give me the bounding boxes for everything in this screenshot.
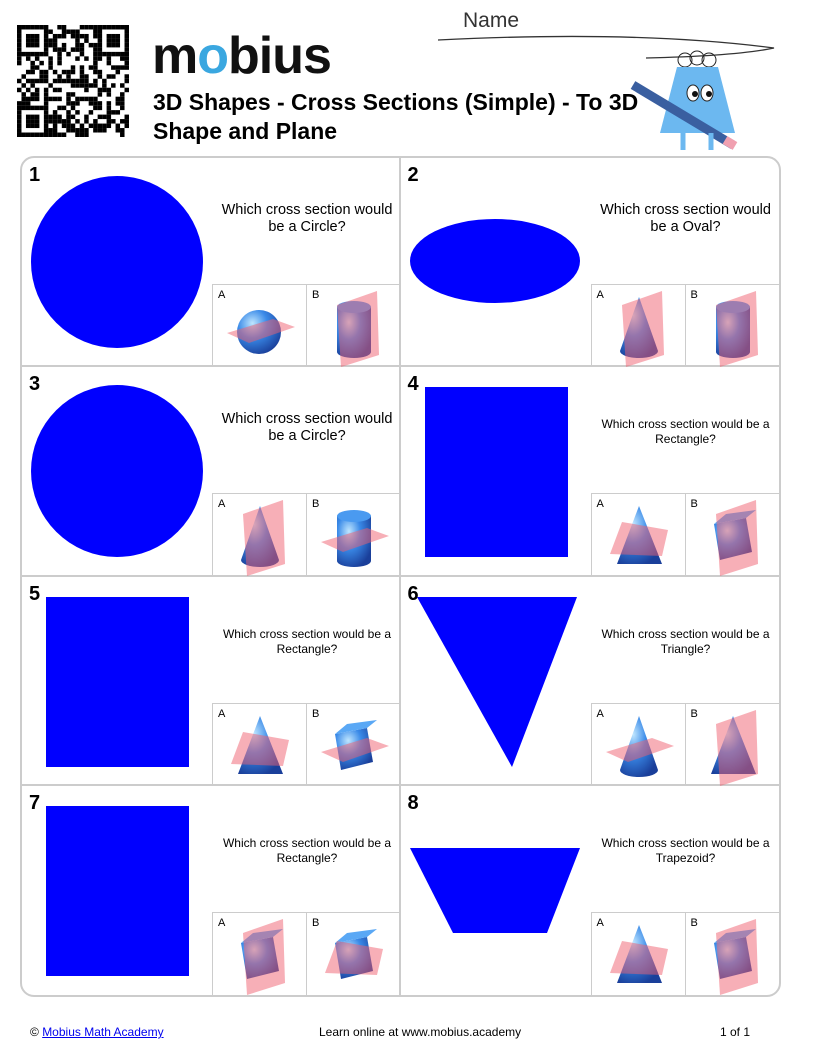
option-label: B (312, 707, 320, 720)
option-label: B (690, 916, 698, 929)
question-card-3: 3 Which cross section would be a Circle?… (22, 367, 401, 577)
question-card-1: 1 Which cross section would be a Circle?… (22, 158, 401, 368)
option-label: A (596, 498, 604, 511)
option-a[interactable]: A (212, 284, 306, 367)
page-number: 1 of 1 (720, 1025, 751, 1039)
option-a[interactable]: A (590, 702, 685, 786)
question-number: 1 (29, 164, 41, 186)
option-a[interactable]: A (590, 493, 685, 577)
question-text: Which cross section would be a Trapezoid… (601, 835, 770, 865)
question-grid: 1 Which cross section would be a Circle?… (20, 156, 781, 997)
cross-section-oval (409, 219, 580, 303)
question-text: Which cross section would be a Rectangle… (222, 626, 392, 656)
question-number: 7 (29, 791, 41, 814)
cross-section-circle (31, 385, 203, 558)
name-label: Name (463, 9, 520, 32)
cylinder-with-plane-icon (337, 291, 379, 367)
option-b[interactable]: B (306, 911, 400, 995)
option-b[interactable]: B (684, 911, 779, 995)
pyramid-with-plane-icon (609, 506, 668, 565)
option-label: A (596, 289, 604, 301)
option-b[interactable]: B (684, 284, 779, 367)
option-label: B (690, 498, 698, 511)
cube-with-plane-icon (713, 500, 758, 577)
question-card-7: 7 Which cross section would be a Rectang… (22, 785, 401, 995)
option-label: B (312, 916, 320, 929)
question-number: 6 (407, 582, 419, 605)
option-label: A (596, 916, 604, 929)
option-label: A (218, 916, 226, 929)
question-number: 2 (407, 164, 419, 186)
option-label: A (218, 289, 226, 301)
question-number: 3 (29, 373, 41, 396)
cross-section-trapezoid (409, 847, 580, 933)
sphere-with-plane-icon (227, 310, 295, 354)
option-label: B (690, 289, 698, 301)
option-b[interactable]: B (684, 702, 779, 786)
question-card-4: 4 Which cross section would be a Rectang… (400, 367, 779, 577)
cone-with-plane-icon (605, 715, 674, 777)
page-title: 3D Shapes - Cross Sections (Simple) - To… (153, 89, 639, 144)
option-label: B (312, 498, 320, 511)
footer-copyright: © Mobius Math Academy (30, 1025, 164, 1039)
cross-section-rect (424, 387, 568, 558)
name-line (437, 35, 775, 59)
cross-section-rect (46, 596, 189, 767)
mascot-illustration (630, 50, 738, 150)
option-label: A (218, 707, 226, 720)
option-a[interactable]: A (212, 702, 306, 786)
question-number: 4 (407, 373, 419, 396)
cone-with-plane-icon (619, 291, 664, 367)
question-text: Which cross section would be a Rectangle… (601, 417, 770, 447)
qr-code (17, 25, 129, 137)
option-label: A (218, 498, 226, 511)
question-number: 5 (29, 582, 41, 605)
pyramid-with-plane-icon (231, 715, 289, 774)
cross-section-triangle (416, 596, 577, 767)
mobius-link[interactable]: Mobius Math Academy (42, 1025, 164, 1039)
option-a[interactable]: A (212, 493, 306, 577)
cube-with-plane-icon (325, 928, 383, 979)
option-a[interactable]: A (590, 284, 685, 367)
question-card-6: 6 Which cross section would be a Triangl… (400, 577, 779, 786)
option-b[interactable]: B (306, 702, 400, 786)
option-b[interactable]: B (306, 284, 400, 367)
cone-with-plane-icon (241, 500, 285, 577)
cylinder-with-plane-icon (321, 510, 389, 568)
option-b[interactable]: B (684, 493, 779, 577)
cylinder-with-plane-icon (715, 291, 758, 367)
option-a[interactable]: A (212, 911, 306, 995)
cross-section-circle (31, 176, 203, 348)
pyramid-with-plane-icon (609, 924, 668, 983)
cube-with-plane-icon (321, 719, 389, 770)
question-number: 8 (407, 791, 419, 814)
mobius-logo: mobius (152, 27, 332, 85)
option-a[interactable]: A (590, 911, 685, 995)
cube-with-plane-icon (713, 918, 758, 995)
cross-section-rect (46, 805, 189, 976)
cube-with-plane-icon (241, 918, 285, 995)
option-label: B (312, 289, 320, 301)
question-text: Which cross section would be a Triangle? (601, 626, 770, 656)
option-label: A (596, 707, 604, 720)
pyramid-with-plane-icon (710, 709, 758, 786)
question-text: Which cross section would be a Oval? (600, 202, 771, 235)
question-text: Which cross section would be a Circle? (221, 411, 393, 445)
question-text: Which cross section would be a Rectangle… (222, 835, 392, 865)
footer-center: Learn online at www.mobius.academy (319, 1025, 522, 1039)
option-label: B (690, 707, 698, 720)
question-card-5: 5 Which cross section would be a Rectang… (22, 576, 401, 786)
option-b[interactable]: B (306, 493, 400, 577)
question-card-2: 2 Which cross section would be a Oval? A B (400, 158, 779, 368)
question-card-8: 8 Which cross section would be a Trapezo… (401, 786, 780, 995)
question-text: Which cross section would be a Circle? (221, 202, 393, 235)
